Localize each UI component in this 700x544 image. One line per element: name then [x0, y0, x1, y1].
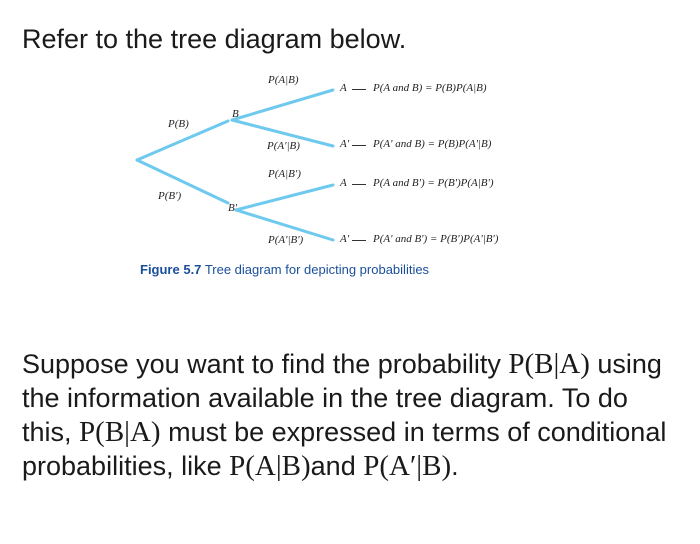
outcome-dash-4 — [352, 240, 366, 241]
outcome-event-4: A' — [340, 233, 350, 245]
figure-caption: Figure 5.7 Tree diagram for depicting pr… — [140, 262, 429, 277]
outcome-dash-3 — [352, 184, 366, 185]
prob-label-bcomp: P(B') — [158, 190, 182, 202]
node-b: B — [232, 108, 239, 120]
branch-b-to-acomp — [230, 118, 335, 148]
branch-b-to-a — [230, 88, 335, 122]
math-p-b-given-a-1: P(B|A) — [508, 348, 590, 380]
outcome-dash-1 — [352, 89, 366, 90]
question-part-4: and — [310, 451, 364, 481]
prob-label-acomp-given-b: P(A'|B) — [267, 140, 300, 152]
outcome-result-2: P(A' and B) = P(B)P(A'|B) — [373, 138, 492, 150]
outcome-event-2: A' — [340, 138, 350, 150]
question-part-3: must be expressed in terms of conditiona… — [22, 417, 667, 481]
branch-root-to-bcomp — [135, 158, 230, 205]
outcome-result-3: P(A and B') = P(B')P(A|B') — [373, 177, 494, 189]
math-p-acomp-given-b: P(A′|B) — [363, 450, 452, 482]
branch-root-to-b — [135, 119, 230, 162]
question-text: Suppose you want to find the probability… — [22, 347, 682, 483]
question-part-5: . — [451, 451, 459, 481]
prob-label-acomp-given-bcomp: P(A'|B') — [268, 234, 304, 246]
prob-label-a-given-b: P(A|B) — [268, 74, 299, 86]
tree-diagram-lines — [135, 88, 335, 242]
figure-number: Figure 5.7 — [140, 262, 202, 277]
prob-label-b: P(B) — [168, 118, 189, 130]
figure-caption-text: Tree diagram for depicting probabilities — [204, 262, 430, 277]
outcome-result-1: P(A and B) = P(B)P(A|B) — [373, 82, 487, 94]
outcome-result-4: P(A' and B') = P(B')P(A'|B') — [373, 233, 499, 245]
branch-bcomp-to-acomp — [234, 208, 335, 242]
outcome-dash-2 — [352, 145, 366, 146]
math-p-b-given-a-2: P(B|A) — [79, 416, 161, 448]
tree-diagram-figure: P(B) P(B') B B' P(A|B) A P(A and B) = P(… — [135, 74, 499, 277]
outcome-event-3: A — [340, 177, 347, 189]
question-part-2: using the information available in the t… — [22, 349, 662, 447]
question-part-1: Suppose you want to find the probability — [22, 349, 501, 379]
outcome-event-1: A — [340, 82, 347, 94]
branch-bcomp-to-a — [234, 183, 335, 212]
math-p-a-given-b: P(A|B) — [229, 450, 311, 482]
prob-label-a-given-bcomp: P(A|B') — [268, 168, 301, 180]
intro-heading: Refer to the tree diagram below. — [22, 24, 407, 54]
node-bcomp: B' — [228, 202, 238, 214]
